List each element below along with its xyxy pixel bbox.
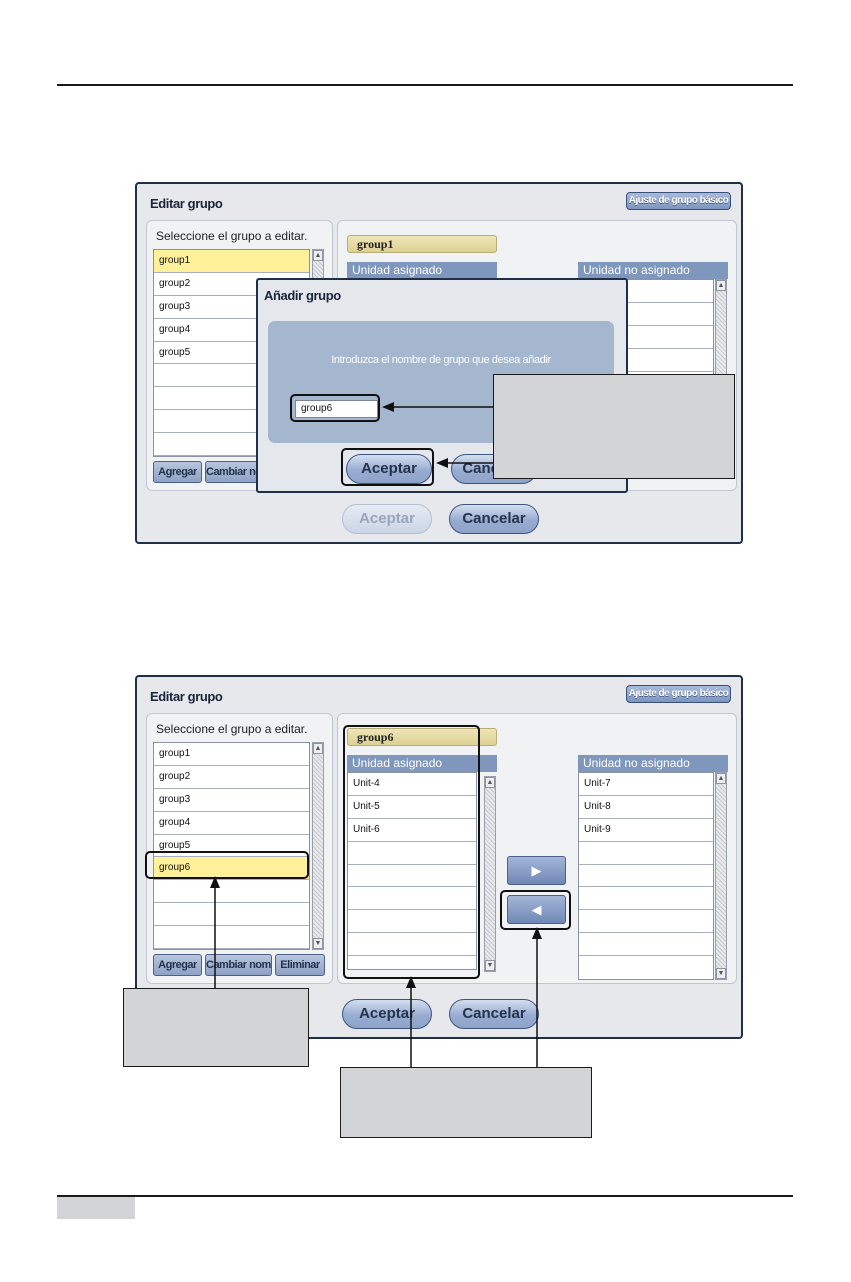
list-item[interactable]: Unit-5 <box>348 796 476 819</box>
callout-box-1 <box>493 374 735 479</box>
add-group-button[interactable]: Agregar <box>153 954 202 976</box>
callout-box-3 <box>340 1067 592 1138</box>
list-item[interactable] <box>579 349 713 372</box>
callout-box-2 <box>123 988 309 1067</box>
left-arrow-highlight <box>500 890 571 930</box>
group-list: group1 group2 group3 group4 group5 group… <box>153 742 310 950</box>
list-item[interactable]: group2 <box>154 273 309 296</box>
move-left-icon: ◀ <box>531 902 542 917</box>
group6-highlight <box>145 851 309 879</box>
list-item[interactable] <box>348 842 476 865</box>
list-item[interactable] <box>154 880 309 904</box>
scroll-up-icon[interactable]: ▲ <box>313 250 323 261</box>
group-select-label: Seleccione el grupo a editar. <box>156 722 308 736</box>
group-list-scrollbar[interactable]: ▲ ▼ <box>312 742 324 950</box>
list-item[interactable] <box>154 364 309 388</box>
unassigned-units-list: Unit-7 Unit-8 Unit-9 <box>578 772 714 980</box>
assigned-units-list: Unit-4 Unit-5 Unit-6 <box>347 772 477 970</box>
scroll-down-icon[interactable]: ▼ <box>313 938 323 949</box>
unassigned-units-scrollbar[interactable]: ▲ ▼ <box>715 772 727 980</box>
scroll-up-icon[interactable]: ▲ <box>485 777 495 788</box>
list-item[interactable] <box>579 887 713 911</box>
cancel-button[interactable]: Cancelar <box>449 999 539 1029</box>
dialog-ok-button[interactable]: Aceptar <box>346 454 432 484</box>
list-item[interactable] <box>348 865 476 888</box>
add-group-button[interactable]: Agregar <box>153 461 202 483</box>
list-item[interactable]: group4 <box>154 319 309 342</box>
list-item[interactable] <box>154 926 309 949</box>
assigned-units-header: Unidad asignado <box>347 262 497 279</box>
unassign-unit-button[interactable]: ◀ <box>507 895 566 924</box>
list-item[interactable]: group2 <box>154 766 309 789</box>
rename-group-button[interactable]: Cambiar nombre <box>205 461 261 483</box>
list-item[interactable]: group5 <box>154 342 309 365</box>
basic-group-settings-button[interactable]: Ajuste de grupo básico <box>626 192 731 210</box>
scroll-up-icon[interactable]: ▲ <box>313 743 323 754</box>
list-item[interactable] <box>579 933 713 957</box>
list-item[interactable]: Unit-6 <box>348 819 476 842</box>
list-item[interactable]: group3 <box>154 789 309 812</box>
group-name-tag: group6 <box>347 728 497 746</box>
list-item[interactable]: group5 <box>154 835 309 858</box>
unassigned-units-header: Unidad no asignado <box>578 262 728 279</box>
list-item[interactable]: group1 <box>154 250 309 273</box>
list-item[interactable] <box>579 842 713 865</box>
scroll-up-icon[interactable]: ▲ <box>716 773 726 784</box>
list-item[interactable]: group4 <box>154 812 309 835</box>
window-title: Editar grupo <box>150 196 223 211</box>
list-item[interactable] <box>579 303 713 326</box>
dialog-prompt: Introduzca el nombre de grupo que desea … <box>331 354 551 366</box>
cancel-button[interactable]: Cancelar <box>449 504 539 534</box>
window-title: Editar grupo <box>150 689 223 704</box>
list-item[interactable] <box>154 433 309 456</box>
input-highlight <box>290 394 380 422</box>
list-item[interactable]: Unit-4 <box>348 773 476 796</box>
scroll-up-icon[interactable]: ▲ <box>716 280 726 291</box>
basic-group-settings-button[interactable]: Ajuste de grupo básico <box>626 685 731 703</box>
assign-unit-button[interactable]: ▶ <box>507 856 566 885</box>
ok-highlight <box>341 448 434 486</box>
scroll-down-icon[interactable]: ▼ <box>485 960 495 971</box>
list-item[interactable] <box>348 910 476 934</box>
group-select-label: Seleccione el grupo a editar. <box>156 229 308 243</box>
assigned-units-scrollbar[interactable]: ▲ ▼ <box>484 776 496 972</box>
list-item[interactable] <box>579 865 713 888</box>
list-item[interactable] <box>579 280 713 303</box>
list-item[interactable]: Unit-7 <box>579 773 713 796</box>
unassigned-units-header: Unidad no asignado <box>578 755 728 772</box>
delete-group-button[interactable]: Eliminar <box>275 954 325 976</box>
list-item[interactable] <box>348 887 476 911</box>
list-item[interactable]: group1 <box>154 743 309 766</box>
list-item[interactable] <box>154 903 309 927</box>
ok-button[interactable]: Aceptar <box>342 504 432 534</box>
group-select-panel: Seleccione el grupo a editar. group1 gro… <box>146 713 333 984</box>
move-right-icon: ▶ <box>531 863 542 878</box>
assigned-units-header: Unidad asignado <box>347 755 497 772</box>
list-item[interactable] <box>579 326 713 349</box>
list-item[interactable]: Unit-9 <box>579 819 713 842</box>
page-number-box <box>57 1197 135 1219</box>
ok-button[interactable]: Aceptar <box>342 999 432 1029</box>
bottom-rule <box>57 1195 793 1197</box>
list-item[interactable]: group3 <box>154 296 309 319</box>
assigned-list-highlight <box>343 725 480 979</box>
list-item[interactable] <box>348 933 476 957</box>
dialog-title: Añadir grupo <box>264 288 341 303</box>
scroll-down-icon[interactable]: ▼ <box>716 968 726 979</box>
group-name-tag: group1 <box>347 235 497 253</box>
top-rule <box>57 84 793 86</box>
list-item[interactable] <box>579 910 713 934</box>
rename-group-button[interactable]: Cambiar nombre <box>205 954 272 976</box>
group-name-input[interactable]: group6 <box>295 400 378 418</box>
list-item[interactable] <box>154 387 309 411</box>
list-item[interactable]: group6 <box>154 857 309 881</box>
list-item[interactable]: Unit-8 <box>579 796 713 819</box>
list-item[interactable] <box>154 410 309 434</box>
